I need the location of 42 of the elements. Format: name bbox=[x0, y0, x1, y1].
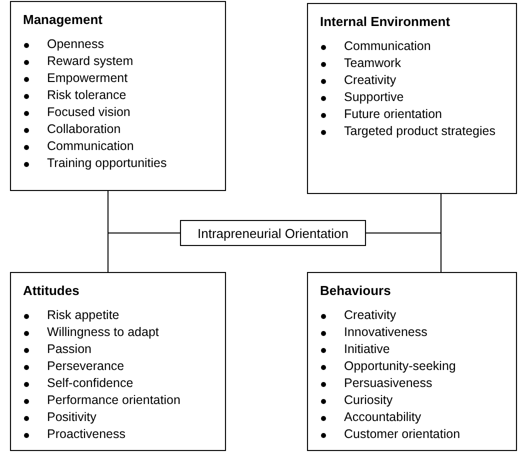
list-item: Supportive bbox=[344, 90, 404, 104]
list-item: Perseverance bbox=[47, 359, 124, 373]
list-box bbox=[10, 1, 226, 191]
list-item: Initiative bbox=[344, 342, 390, 356]
box-label: Intrapreneurial Orientation bbox=[197, 226, 349, 240]
list-item: Collaboration bbox=[47, 122, 121, 136]
list-item: Performance orientation bbox=[47, 393, 180, 407]
list-item: Risk appetite bbox=[47, 308, 120, 322]
list-item: Future orientation bbox=[344, 107, 442, 121]
list-item: Targeted product strategies bbox=[344, 124, 496, 138]
box-heading: Internal Environment bbox=[320, 14, 450, 29]
concept-box bbox=[180, 220, 366, 246]
list-box bbox=[307, 272, 517, 451]
list-item: Persuasiveness bbox=[344, 376, 432, 390]
connector-line bbox=[108, 232, 180, 272]
list-item: Creativity bbox=[344, 308, 396, 322]
list-item: Opportunity-seeking bbox=[344, 359, 456, 373]
list-item: Empowerment bbox=[47, 71, 128, 85]
list-item: Openness bbox=[47, 37, 104, 51]
list-item: Teamwork bbox=[344, 56, 401, 70]
list-item: Self-confidence bbox=[47, 376, 134, 390]
list-item: Positivity bbox=[47, 410, 96, 424]
list-item: Willingness to adapt bbox=[47, 325, 159, 339]
list-item: Curiosity bbox=[344, 393, 393, 407]
list-item: Training opportunities bbox=[47, 156, 167, 170]
list-item: Communication bbox=[344, 39, 431, 53]
list-box bbox=[307, 3, 517, 194]
connector-line bbox=[366, 232, 442, 272]
list-item: Innovativeness bbox=[344, 325, 428, 339]
list-item: Accountability bbox=[344, 410, 422, 424]
box-heading: Attitudes bbox=[23, 283, 80, 298]
box-heading: Management bbox=[23, 12, 102, 27]
list-item: Reward system bbox=[47, 54, 134, 68]
list-box bbox=[10, 272, 226, 451]
list-item: Customer orientation bbox=[344, 427, 460, 441]
list-item: Creativity bbox=[344, 73, 396, 87]
box-heading: Behaviours bbox=[320, 283, 391, 298]
list-item: Focused vision bbox=[47, 105, 130, 119]
list-item: Risk tolerance bbox=[47, 88, 126, 102]
list-item: Communication bbox=[47, 139, 134, 153]
list-item: Proactiveness bbox=[47, 427, 126, 441]
list-item: Passion bbox=[47, 342, 92, 356]
